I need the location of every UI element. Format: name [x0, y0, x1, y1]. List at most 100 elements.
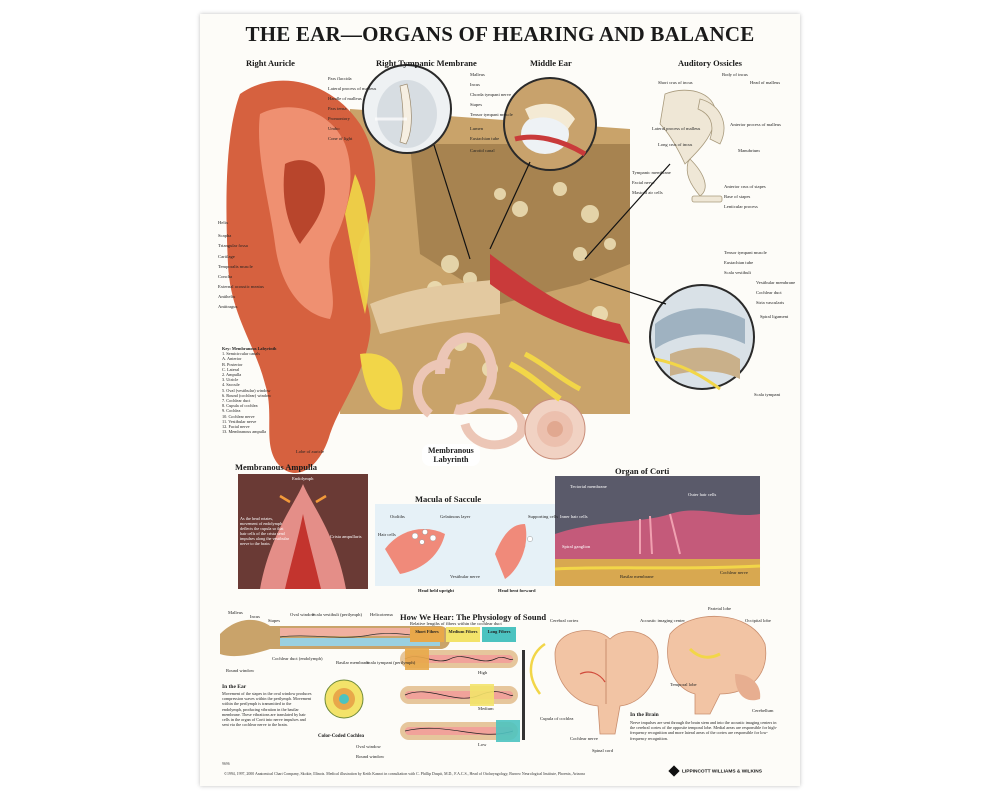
- right-label: Eustachian tube: [724, 260, 754, 265]
- auricle-label: Antitragus: [218, 304, 238, 309]
- heading-organ-of-corti: Organ of Corti: [615, 466, 670, 476]
- ear-description: Movement of the stapes in the oval windo…: [222, 691, 312, 728]
- tympanic-label: Promontory: [328, 116, 350, 121]
- tympanic-label: Lateral process of malleus: [328, 86, 377, 91]
- key-item: 12. Facial nerve: [222, 424, 250, 430]
- frequency-box-medium: Medium Fibers: [446, 627, 480, 642]
- auricle-label: Cartilage: [218, 254, 235, 259]
- right-label: Spiral ligament: [760, 314, 789, 319]
- frequency-box-short: Short Fibers: [410, 627, 444, 642]
- heading-auditory-ossicles: Auditory Ossicles: [678, 58, 742, 68]
- ear-canal: [370, 279, 500, 334]
- brain-label: Cerebellum: [752, 708, 774, 713]
- ossicle-label: Manubrium: [738, 148, 760, 153]
- right-label: Cochlear duct: [756, 290, 782, 295]
- right-label: Vestibular membrane: [756, 280, 796, 285]
- middle-ear-label: Incus: [470, 82, 480, 87]
- key-item: 1. Semicircular canals: [222, 351, 261, 357]
- saccule-label: Supporting cells: [528, 514, 558, 519]
- middle-ear-label: Carotid canal: [470, 148, 495, 153]
- key-title: Key: Membranous Labyrinth: [222, 346, 277, 351]
- tympanic-label: Handle of malleus: [328, 96, 362, 101]
- auricle-label: Scapha: [218, 233, 232, 238]
- physiology-label: Malleus: [228, 610, 243, 615]
- key-item: 13. Membranous ampulla: [222, 429, 267, 435]
- inner-label: Mastoid air cells: [632, 190, 663, 195]
- labyrinth-line-2: Labyrinth: [433, 455, 469, 464]
- brain-label: Cerebral cortex: [550, 618, 579, 623]
- cochlea-small-label: Oval window: [356, 744, 381, 749]
- poster-illustration: [220, 64, 767, 742]
- key-item: 3. Utricle: [222, 377, 239, 383]
- heading-color-coded-cochlea: Color-Coded Cochlea: [318, 734, 365, 739]
- frequency-box-long: Long Fibers: [482, 627, 516, 642]
- key-item: 11. Vestibular nerve: [222, 418, 257, 424]
- key-item: B. Posterior: [222, 361, 243, 367]
- heading-macula-of-saccule: Macula of Saccule: [415, 494, 482, 504]
- tube-label: Medium: [478, 706, 494, 711]
- ossicle-label: Body of incus: [722, 72, 748, 77]
- auricle-label: External acoustic meatus: [218, 284, 264, 289]
- physiology-label: Oval window: [290, 612, 315, 617]
- physiology-label: Incus: [250, 614, 260, 619]
- physiology-label: Scala vestibuli (perilymph): [312, 612, 363, 617]
- ampulla-description: As the head rotates, movement of endolym…: [240, 516, 289, 546]
- tympanic-label: Cone of light: [328, 136, 353, 141]
- ossicle-label: Anterior crus of stapes: [724, 184, 766, 189]
- brain-label: Occipital lobe: [745, 618, 771, 623]
- corti-label: Outer hair cells: [688, 492, 717, 497]
- heading-right-auricle: Right Auricle: [246, 58, 295, 68]
- inner-label: Facial nerve: [632, 180, 655, 185]
- ampulla-label: Crista ampullaris: [330, 534, 362, 539]
- key-item: 6. Round (cochlear) window: [222, 392, 272, 398]
- physiology-label: Helicotrema: [370, 612, 393, 617]
- key-item: A. Anterior: [222, 356, 242, 362]
- corti-label: Cochlear nerve: [720, 570, 748, 575]
- corti-label: Tectorial membrane: [570, 484, 607, 489]
- auricle-label: Triangular fossa: [218, 243, 248, 248]
- brain-front-view: [554, 630, 659, 735]
- saccule-label: Vestibular nerve: [450, 574, 480, 579]
- anatomy-poster: THE EAR—ORGANS OF HEARING AND BALANCE Ri…: [200, 14, 800, 786]
- lobe-label: Lobe of auricle: [296, 449, 325, 454]
- corti-label: Inner hair cells: [560, 514, 588, 519]
- saccule-caption: Head held upright: [418, 588, 454, 593]
- ossicle-label: Long crus of incus: [658, 142, 693, 147]
- key-item: 2. Ampulla: [222, 372, 242, 378]
- ossicle-label: Lenticular process: [724, 204, 758, 209]
- key-item: 7. Cochlear duct: [222, 398, 251, 404]
- middle-ear-label: Malleus: [470, 72, 485, 77]
- auricle-label: Concha: [218, 274, 233, 279]
- ossicle-label: Head of malleus: [750, 80, 781, 85]
- physiology-label: Scala tympani (perilymph): [366, 660, 416, 665]
- middle-ear-label: Chorda tympani nerve: [470, 92, 512, 97]
- right-label: Scala vestibuli: [724, 270, 751, 275]
- ossicle-label: Lateral process of malleus: [652, 126, 701, 131]
- membranous-labyrinth-illustration: [412, 332, 586, 460]
- tympanic-label: Pars tensa: [328, 106, 347, 111]
- heading-middle-ear: Middle Ear: [530, 58, 572, 68]
- labyrinth-line-1: Membranous: [428, 446, 474, 455]
- saccule-label: Gelatinous layer: [440, 514, 471, 519]
- key-item: C. Lateral: [222, 366, 240, 372]
- middle-ear-label: Lumen: [470, 126, 484, 131]
- publisher-logo: LIPPINCOTT WILLIAMS & WILKINS: [668, 765, 762, 777]
- ossicle-label: Base of stapes: [724, 194, 751, 199]
- middle-ear-label: Eustachian tube: [470, 136, 500, 141]
- ossicle-label: Anterior process of malleus: [730, 122, 781, 127]
- right-label: Scala tympani: [754, 392, 781, 397]
- key-item: 10. Cochlear nerve: [222, 413, 255, 419]
- cochlea-small-label: Cupula of cochlea: [540, 716, 574, 721]
- poster-title: THE EAR—ORGANS OF HEARING AND BALANCE: [245, 22, 755, 46]
- auricle-label: Helix: [218, 220, 229, 225]
- ossicle-label: Short crus of incus: [658, 80, 693, 85]
- copyright-footer: ©1994, 1997, 2000 Anatomical Chart Compa…: [224, 772, 585, 776]
- heading-right-tympanic-membrane: Right Tympanic Membrane: [376, 58, 477, 68]
- heading-how-we-hear: How We Hear: The Physiology of Sound: [400, 612, 547, 622]
- auricle-label: Antihelix: [218, 294, 236, 299]
- publisher-mark-icon: [668, 765, 680, 777]
- brain-label: Parietal lobe: [708, 606, 732, 611]
- tube-label: High: [478, 670, 488, 675]
- middle-ear-label: Stapes: [470, 102, 482, 107]
- right-label: Stria vascularis: [756, 300, 785, 305]
